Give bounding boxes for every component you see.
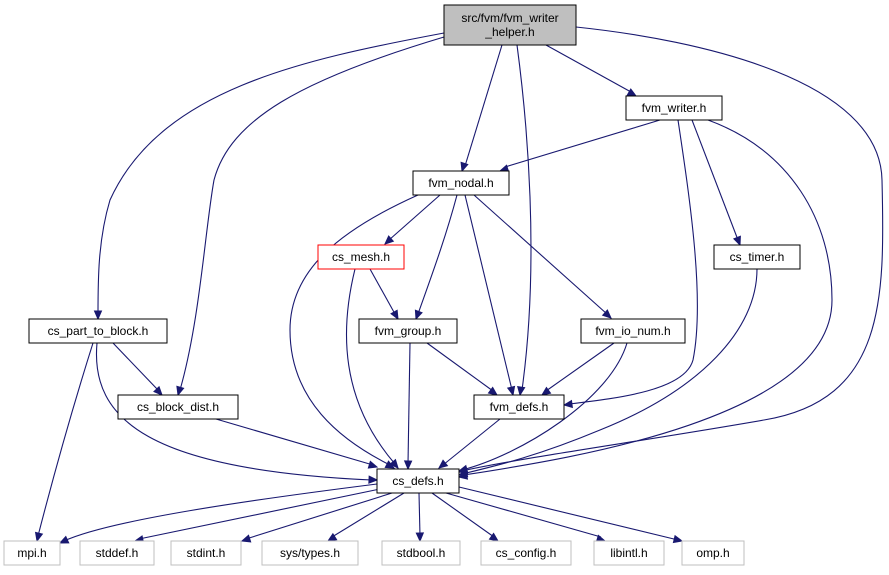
node-fvm-group[interactable]: fvm_group.h (358, 318, 458, 344)
edge-cs_block_dist-to-cs_defs (215, 418, 379, 469)
node-label: stdint.h (187, 546, 226, 560)
node-fvm-defs[interactable]: fvm_defs.h (473, 394, 565, 420)
edge-fvm_nodal-to-fvm_group (414, 194, 458, 321)
node-label: cs_defs.h (392, 474, 443, 488)
node-label: omp.h (696, 546, 729, 560)
edge-cs_defs-to-sys_types (326, 492, 405, 542)
edge-cs_defs-to-cs_config (431, 492, 500, 542)
node-fvm-io-num[interactable]: fvm_io_num.h (580, 318, 686, 344)
edge-fvm_nodal-to-cs_mesh (384, 194, 441, 245)
node-cs-block-dist[interactable]: cs_block_dist.h (117, 394, 239, 420)
node-label: stdbool.h (397, 546, 446, 560)
edge-cs_part_to_block-to-cs_block_dist (112, 342, 163, 396)
node-label: fvm_writer.h (642, 101, 707, 115)
edge-fvm_writer-to-fvm_defs (562, 119, 698, 409)
edge-fvm_writer-to-cs_defs (457, 119, 833, 480)
node-label: fvm_io_num.h (595, 324, 670, 338)
edge-cs_defs-to-libintl (445, 492, 607, 543)
edge-fvm_nodal-to-fvm_io_num (473, 194, 612, 319)
edge-fvm_nodal-to-fvm_defs (464, 194, 516, 397)
node-cs-config[interactable]: cs_config.h (480, 540, 572, 566)
edge-root-to-cs_block_dist (176, 36, 445, 397)
node-label: cs_timer.h (730, 250, 785, 264)
node-label: cs_mesh.h (332, 250, 390, 264)
edge-cs_defs-to-omp (458, 486, 684, 544)
node-label: fvm_group.h (375, 324, 442, 338)
edge-cs_mesh-to-fvm_group (369, 268, 399, 321)
node-label: fvm_defs.h (490, 400, 549, 414)
node-label: stddef.h (96, 546, 139, 560)
node-label: mpi.h (17, 546, 46, 560)
node-root[interactable]: src/fvm/fvm_writer_helper.h (443, 4, 577, 46)
node-label: sys/types.h (280, 546, 340, 560)
edge-fvm_io_num-to-fvm_defs (540, 342, 615, 396)
edge-fvm_writer-to-cs_timer (691, 119, 741, 247)
edge-root-to-cs_part_to_block (93, 32, 445, 321)
node-sys-types[interactable]: sys/types.h (261, 540, 359, 566)
edge-cs_part_to_block-to-cs_defs (95, 342, 379, 484)
edge-cs_defs-to-stdbool (415, 492, 425, 543)
node-libintl[interactable]: libintl.h (593, 540, 665, 566)
node-stddef[interactable]: stddef.h (79, 540, 155, 566)
node-label: fvm_nodal.h (428, 176, 493, 190)
edge-cs_part_to_block-to-mpi (34, 342, 94, 543)
edge-root-to-fvm_defs (516, 44, 532, 397)
node-cs-defs[interactable]: cs_defs.h (376, 468, 460, 494)
node-stdint[interactable]: stdint.h (170, 540, 242, 566)
edge-cs_defs-to-stddef (133, 488, 381, 544)
edge-root-to-fvm_nodal (460, 44, 503, 173)
edge-cs_mesh-to-cs_defs (345, 268, 399, 469)
node-cs-timer[interactable]: cs_timer.h (713, 244, 801, 270)
edge-root-to-fvm_writer (545, 44, 638, 97)
edge-fvm_group-to-fvm_defs (426, 342, 499, 396)
node-label: cs_config.h (496, 546, 557, 560)
node-cs-part-to-block[interactable]: cs_part_to_block.h (28, 318, 168, 344)
node-label: _helper.h (484, 25, 534, 39)
node-label: src/fvm/fvm_writer (461, 11, 558, 25)
node-mpi[interactable]: mpi.h (3, 540, 61, 566)
node-cs-mesh[interactable]: cs_mesh.h (317, 244, 405, 270)
node-stdbool[interactable]: stdbool.h (381, 540, 461, 566)
node-label: libintl.h (610, 546, 647, 560)
edge-fvm_defs-to-cs_defs (438, 418, 501, 469)
edge-cs_defs-to-stdint (240, 492, 393, 543)
node-label: cs_block_dist.h (137, 400, 219, 414)
node-fvm-writer[interactable]: fvm_writer.h (625, 95, 723, 121)
edge-fvm_group-to-cs_defs (403, 342, 413, 471)
edge-cs_defs-to-mpi (58, 483, 378, 544)
node-fvm-nodal[interactable]: fvm_nodal.h (412, 170, 510, 196)
edge-fvm_io_num-to-cs_defs (457, 342, 628, 473)
node-label: cs_part_to_block.h (48, 324, 149, 338)
node-omp[interactable]: omp.h (681, 540, 745, 566)
edge-fvm_writer-to-fvm_nodal (498, 119, 661, 173)
